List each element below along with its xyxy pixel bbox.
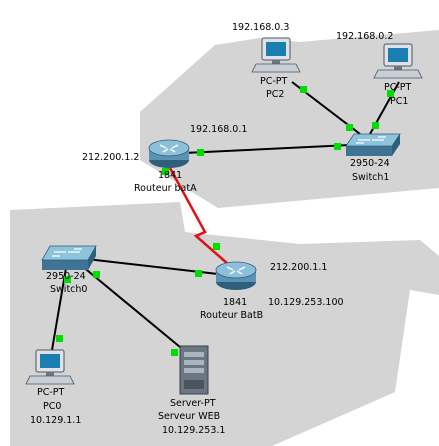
cable-switch0-pc0 <box>51 267 67 351</box>
pc2-device[interactable] <box>251 37 301 73</box>
pc1-type-label: PC-PT <box>384 82 412 93</box>
server-name-label: Serveur WEB <box>158 411 221 422</box>
router-a-device[interactable] <box>148 139 190 168</box>
server-type-label: Server-PT <box>170 398 216 409</box>
server-icon <box>179 345 209 395</box>
switch0-name-label: Switch0 <box>50 284 88 295</box>
pc1-ip-label: 192.168.0.2 <box>336 31 394 42</box>
cable-routera-switch1 <box>183 144 351 154</box>
server-ip-label: 10.129.253.1 <box>162 425 226 436</box>
zone-network-b <box>10 202 439 446</box>
router-a-model-label: 1841 <box>158 170 183 181</box>
switch-icon <box>345 133 401 156</box>
zone-network-a <box>140 30 439 208</box>
router-b-name-label: Routeur BatB <box>200 310 264 321</box>
router-b-lan-ip-label: 10.129.253.100 <box>268 297 344 308</box>
pc-icon <box>251 37 301 73</box>
pc0-type-label: PC-PT <box>37 387 65 398</box>
link-status-dots <box>56 86 394 356</box>
switch1-model-label: 2950-24 <box>350 158 390 169</box>
pc2-ip-label: 192.168.0.3 <box>232 22 290 33</box>
pc-icon <box>373 43 423 79</box>
pc0-name-label: PC0 <box>43 401 62 412</box>
cable-switch0-server <box>81 265 187 353</box>
pc1-name-label: PC1 <box>390 96 409 107</box>
pc0-ip-label: 10.129.1.1 <box>30 415 82 426</box>
pc0-device[interactable] <box>25 349 75 385</box>
router-icon <box>215 261 257 290</box>
pc2-name-label: PC2 <box>266 89 285 100</box>
pc-icon <box>25 349 75 385</box>
router-a-name-label: Routeur batA <box>134 183 197 194</box>
switch0-model-label: 2950-24 <box>46 271 86 282</box>
router-a-wan-ip-label: 212.200.1.2 <box>82 152 140 163</box>
serial-link-routera-routerb <box>168 167 229 265</box>
router-b-model-label: 1841 <box>223 297 248 308</box>
router-a-lan-ip-label: 192.168.0.1 <box>190 124 248 135</box>
switch1-device[interactable] <box>345 133 401 156</box>
pc1-device[interactable] <box>373 43 423 79</box>
pc2-type-label: PC-PT <box>260 76 288 87</box>
server-device[interactable] <box>179 345 209 395</box>
router-b-wan-ip-label: 212.200.1.1 <box>270 262 328 273</box>
cable-switch0-routerb <box>77 257 219 275</box>
switch1-name-label: Switch1 <box>352 172 390 183</box>
switch0-device[interactable] <box>41 245 97 270</box>
switch-icon <box>41 245 97 270</box>
router-icon <box>148 139 190 168</box>
router-b-device[interactable] <box>215 261 257 290</box>
